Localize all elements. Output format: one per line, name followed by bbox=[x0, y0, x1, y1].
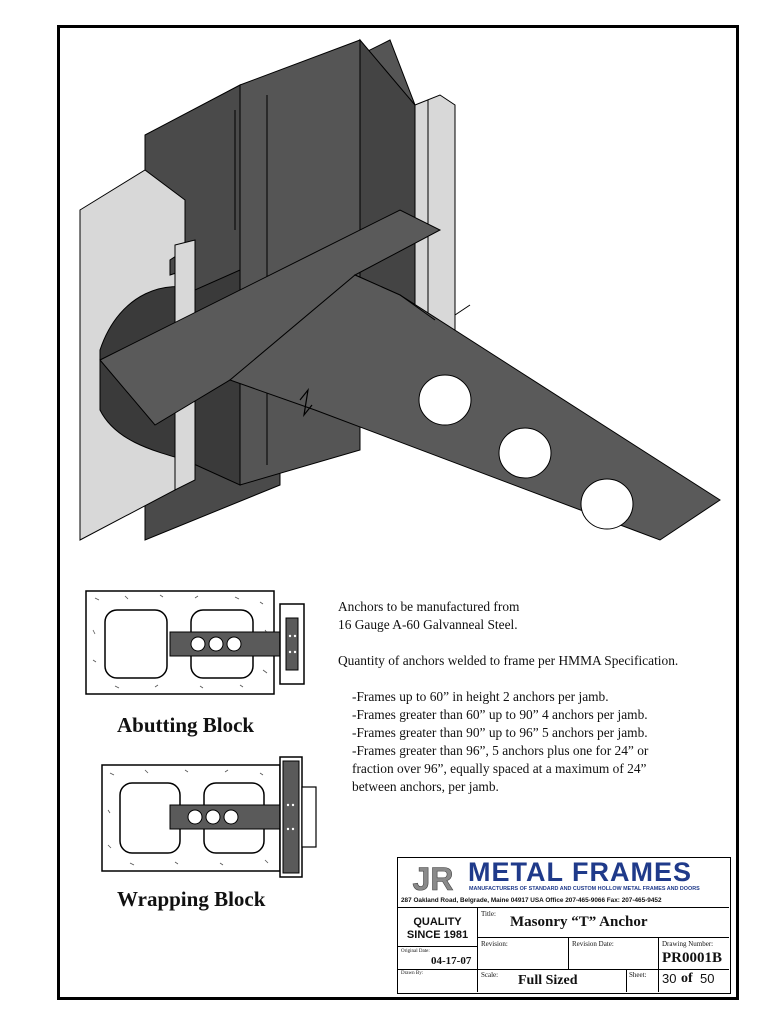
jr-logo-letters: JR bbox=[413, 861, 454, 895]
anchor-hole bbox=[205, 809, 221, 825]
anchor-rule: fraction over 96”, equally spaced at a m… bbox=[352, 761, 647, 776]
original-date: 04-17-07 bbox=[431, 955, 472, 967]
anchor-rules-list: -Frames up to 60” in height 2 anchors pe… bbox=[338, 688, 730, 796]
wrapping-block-diagram bbox=[101, 756, 317, 878]
wrapping-block-caption: Wrapping Block bbox=[117, 887, 266, 911]
frame-anchor-tee bbox=[285, 617, 299, 671]
sheet-label: Sheet: bbox=[629, 971, 647, 979]
anchor-hole bbox=[226, 636, 242, 652]
specification-notes: Anchors to be manufactured from 16 Gauge… bbox=[338, 598, 730, 796]
anchor-rule: -Frames greater than 96”, 5 anchors plus… bbox=[352, 743, 649, 758]
weld-dot bbox=[291, 827, 295, 831]
quality-line: SINCE 1981 bbox=[406, 929, 469, 941]
anchor-hole bbox=[580, 478, 634, 530]
anchor-hole bbox=[418, 374, 472, 426]
anchor-edge-line bbox=[454, 304, 471, 316]
block-cell-left bbox=[104, 609, 168, 679]
abutting-block-diagram bbox=[85, 590, 305, 695]
company-address: 287 Oakland Road, Belgrade, Maine 04917 … bbox=[401, 897, 662, 904]
break-mark bbox=[299, 387, 313, 418]
anchor-hole bbox=[223, 809, 239, 825]
title-label: Title: bbox=[481, 910, 496, 918]
drawing-title: Masonry “T” Anchor bbox=[510, 914, 648, 930]
jr-logo: JR bbox=[403, 861, 463, 895]
isometric-anchor-illustration bbox=[79, 38, 721, 541]
frame-face bbox=[282, 760, 300, 874]
quality-line: QUALITY bbox=[413, 916, 462, 928]
drawn-by-label: Drawn By: bbox=[401, 971, 424, 976]
weld-dot bbox=[286, 803, 290, 807]
material-note-line: 16 Gauge A-60 Galvanneal Steel. bbox=[338, 617, 518, 632]
drawing-sheet-border bbox=[57, 25, 739, 1000]
weld-dot bbox=[293, 634, 297, 638]
sheet-total: 50 bbox=[700, 971, 715, 986]
drawing-number: PR0001B bbox=[662, 950, 722, 966]
anchor-hole bbox=[498, 427, 552, 479]
anchor-hole bbox=[208, 636, 224, 652]
weld-dot bbox=[286, 827, 290, 831]
anchor-rule: -Frames greater than 60” up to 90” 4 anc… bbox=[352, 707, 648, 722]
anchor-hole bbox=[187, 809, 203, 825]
company-name: METAL FRAMES bbox=[468, 857, 692, 887]
company-tagline: MANUFACTURERS OF STANDARD AND CUSTOM HOL… bbox=[469, 886, 700, 892]
quantity-note: Quantity of anchors welded to frame per … bbox=[338, 653, 679, 668]
title-block: JR METAL FRAMES MANUFACTURERS OF STANDAR… bbox=[397, 857, 731, 994]
weld-dot bbox=[288, 634, 292, 638]
material-note-line: Anchors to be manufactured from bbox=[338, 599, 520, 614]
drawing-number-label: Drawing Number: bbox=[662, 940, 714, 948]
frame-stop bbox=[301, 786, 317, 848]
sheet-number: 30 bbox=[662, 971, 677, 986]
anchor-hole bbox=[190, 636, 206, 652]
weld-dot bbox=[291, 803, 295, 807]
weld-dot bbox=[288, 650, 292, 654]
abutting-block-caption: Abutting Block bbox=[117, 713, 255, 737]
anchor-rule: -Frames up to 60” in height 2 anchors pe… bbox=[352, 689, 609, 704]
sheet-of: of bbox=[681, 971, 693, 986]
revision-date-label: Revision Date: bbox=[572, 940, 614, 948]
anchor-rule: -Frames greater than 90” up to 96” 5 anc… bbox=[352, 725, 648, 740]
original-date-label: Original Date: bbox=[401, 949, 430, 954]
revision-label: Revision: bbox=[481, 940, 508, 948]
scale-value: Full Sized bbox=[518, 973, 578, 988]
anchor-edge-line bbox=[399, 294, 436, 321]
scale-label: Scale: bbox=[481, 971, 499, 979]
anchor-rule: between anchors, per jamb. bbox=[352, 779, 499, 794]
weld-dot bbox=[293, 650, 297, 654]
